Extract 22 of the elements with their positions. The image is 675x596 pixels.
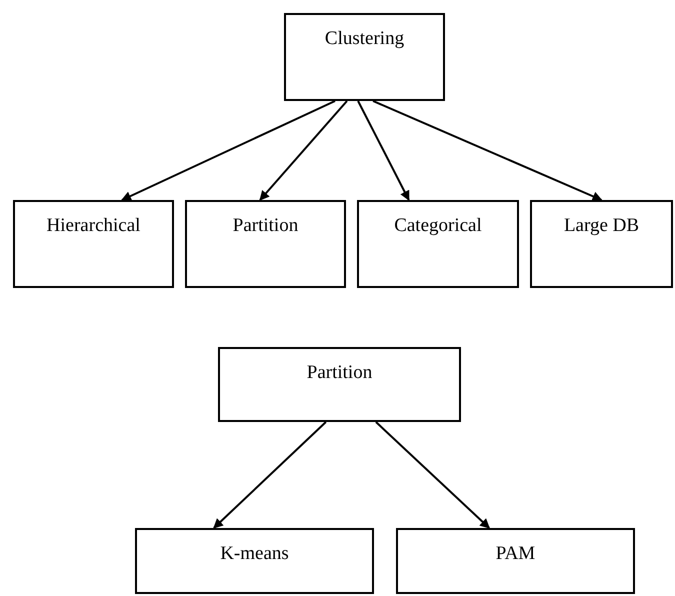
- process-box: [396, 528, 635, 594]
- process-box: [13, 200, 174, 288]
- box-label: K-means: [220, 542, 289, 566]
- process-box: [530, 200, 673, 288]
- process-box: [218, 347, 461, 422]
- arrow: [375, 421, 490, 529]
- arrow: [121, 100, 336, 201]
- box-label: Clustering: [324, 27, 404, 51]
- box-label: Hierarchical: [46, 214, 140, 238]
- process-box: [357, 200, 519, 288]
- arrow: [357, 100, 410, 201]
- arrow: [259, 100, 348, 201]
- box-label: Categorical: [394, 214, 482, 238]
- box-label: Partition: [306, 361, 372, 385]
- process-box: [135, 528, 374, 594]
- process-box: [185, 200, 346, 288]
- box-label: Partition: [232, 214, 298, 238]
- box-label: Large DB: [564, 214, 640, 238]
- process-box: [284, 13, 445, 101]
- arrow: [213, 421, 327, 529]
- box-label: PAM: [496, 542, 536, 566]
- arrow: [372, 100, 602, 201]
